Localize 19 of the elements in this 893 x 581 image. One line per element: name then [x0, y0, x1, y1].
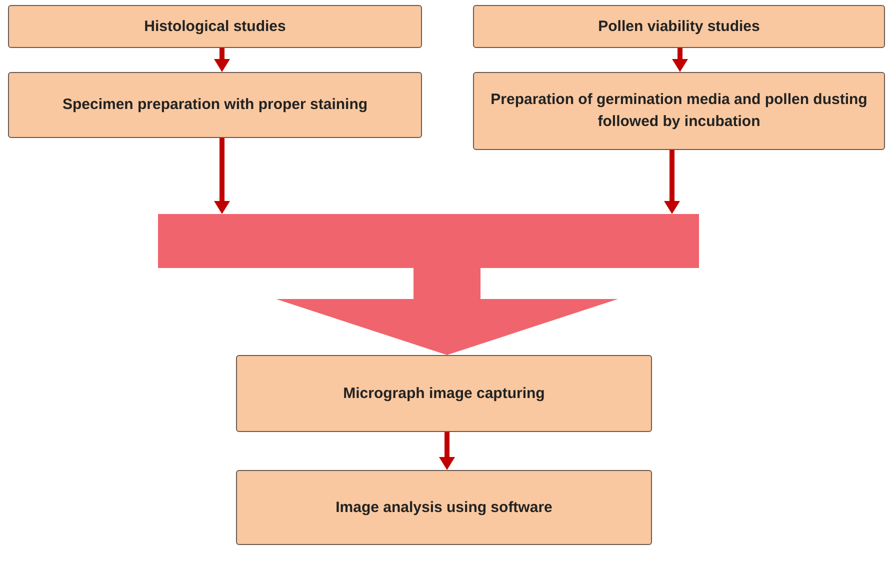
arrow	[214, 48, 230, 72]
arrow	[214, 138, 230, 214]
process-box	[473, 5, 885, 48]
block-arrow	[276, 268, 618, 355]
step-text: Image analysis using software	[336, 498, 552, 518]
process-box	[236, 355, 652, 432]
step-text: Preparation of germination media and pollen dusting followed by incubation	[490, 90, 868, 132]
step-text: Pollen viability studies	[598, 16, 760, 37]
merge-bar	[158, 214, 699, 268]
step-text: Specimen preparation with proper staining	[62, 95, 368, 116]
process-box	[8, 5, 422, 48]
process-box	[236, 470, 652, 545]
arrow	[664, 150, 680, 214]
arrow	[672, 48, 688, 72]
step-text: Histological studies	[144, 16, 286, 37]
step-text: Micrograph image capturing	[343, 384, 545, 404]
process-box	[473, 72, 885, 150]
process-box	[8, 72, 422, 138]
arrow	[439, 432, 455, 470]
